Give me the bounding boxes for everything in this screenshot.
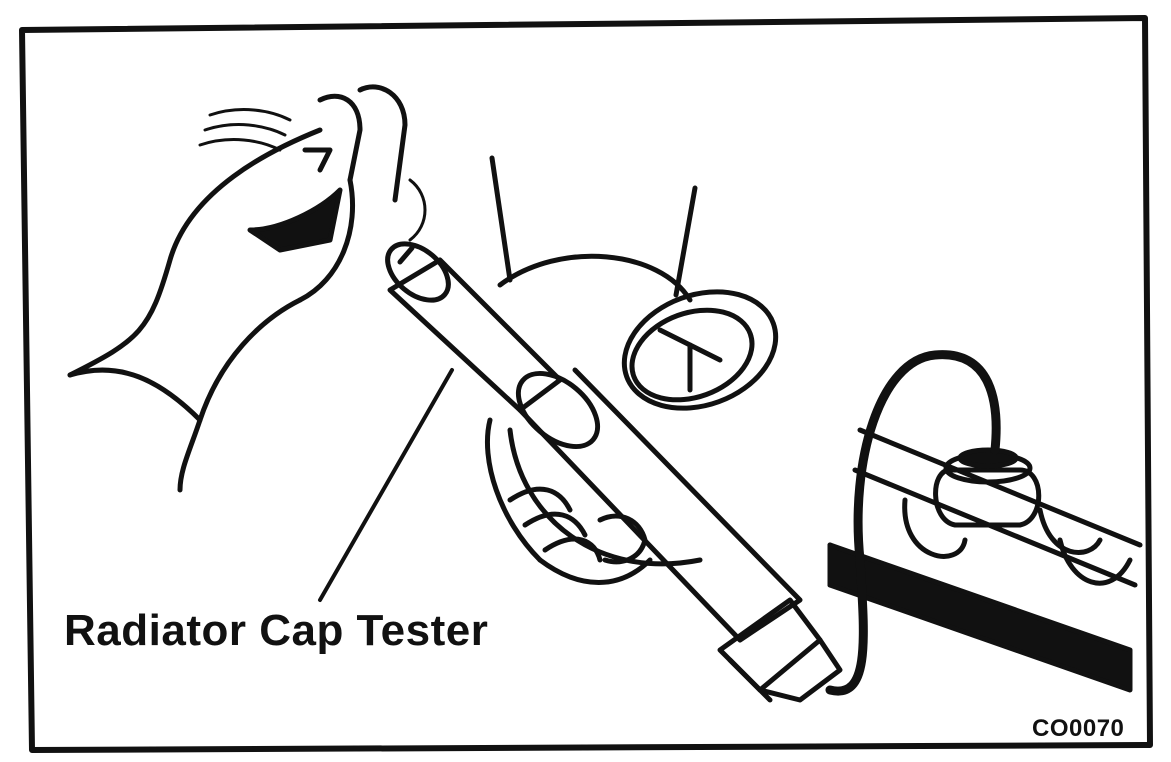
radiator-cap-tester-label: Radiator Cap Tester xyxy=(64,606,488,656)
figure-code: CO0070 xyxy=(1032,715,1124,743)
radiator xyxy=(830,430,1140,690)
pumping-hand xyxy=(70,87,425,490)
callout-leader xyxy=(320,370,452,600)
